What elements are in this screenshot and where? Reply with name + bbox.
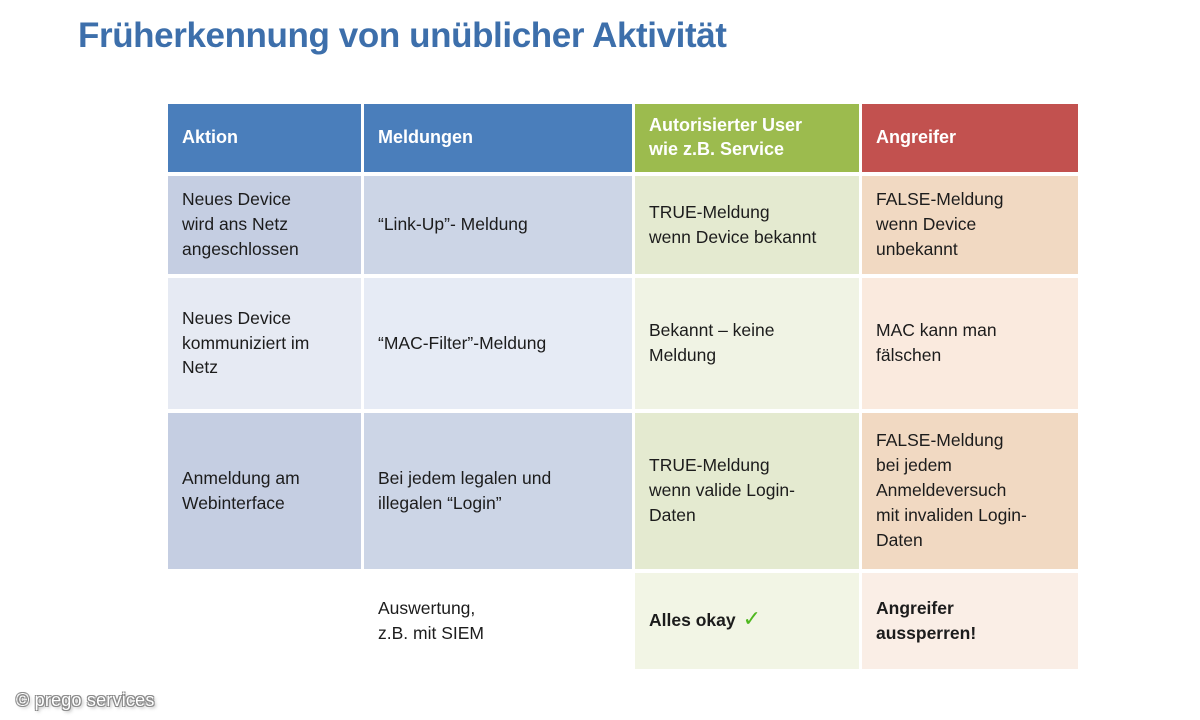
cell-angreifer-2: MAC kann man fälschen [862, 277, 1078, 409]
page-title: Früherkennung von unüblicher Aktivität [78, 16, 727, 55]
cell-aktion-2: Neues Device kommuniziert im Netz [168, 277, 361, 409]
cell-aktion-summary [168, 573, 361, 669]
copyright-footer: © prego services [16, 690, 155, 710]
cell-user-summary: Alles okay ✓ [635, 572, 859, 669]
column-header-autorisierter-user: Autorisierter User wie z.B. Service [635, 104, 859, 172]
column-header-angreifer: Angreifer [862, 104, 1078, 172]
cell-aktion-3: Anmeldung am Webinterface [168, 412, 361, 569]
table-row: Anmeldung am Webinterface Bei jedem lega… [168, 412, 1078, 569]
summary-row: Auswertung, z.B. mit SIEM Alles okay ✓ An… [168, 572, 1078, 669]
column-header-aktion: Aktion [168, 104, 361, 172]
table-row: Neues Device wird ans Netz angeschlossen… [168, 175, 1078, 274]
cell-user-3: TRUE-Meldung wenn valide Login- Daten [635, 412, 859, 569]
cell-user-2: Bekannt – keine Meldung [635, 277, 859, 409]
cell-meldungen-summary: Auswertung, z.B. mit SIEM [378, 597, 484, 643]
column-header-meldungen: Meldungen [364, 104, 632, 172]
summary-user-label: Alles okay [649, 610, 736, 631]
cell-angreifer-1: FALSE-Meldung wenn Device unbekannt [862, 175, 1078, 274]
comparison-table: Aktion Meldungen Autorisierter User wie … [165, 100, 1081, 673]
cell-meldungen-1: “Link-Up”- Meldung [364, 175, 632, 274]
check-icon: ✓ [742, 606, 762, 632]
cell-angreifer-3: FALSE-Meldung bei jedem Anmeldeversuch m… [862, 412, 1078, 569]
cell-user-1: TRUE-Meldung wenn Device bekannt [635, 175, 859, 274]
table-row: Neues Device kommuniziert im Netz “MAC-F… [168, 277, 1078, 409]
cell-meldungen-2: “MAC-Filter”-Meldung [364, 277, 632, 409]
cell-angreifer-summary: Angreifer aussperren! [862, 572, 1078, 669]
cell-aktion-1: Neues Device wird ans Netz angeschlossen [168, 175, 361, 274]
table-header-row: Aktion Meldungen Autorisierter User wie … [168, 104, 1078, 172]
cell-meldungen-3: Bei jedem legalen und illegalen “Login” [364, 412, 632, 569]
